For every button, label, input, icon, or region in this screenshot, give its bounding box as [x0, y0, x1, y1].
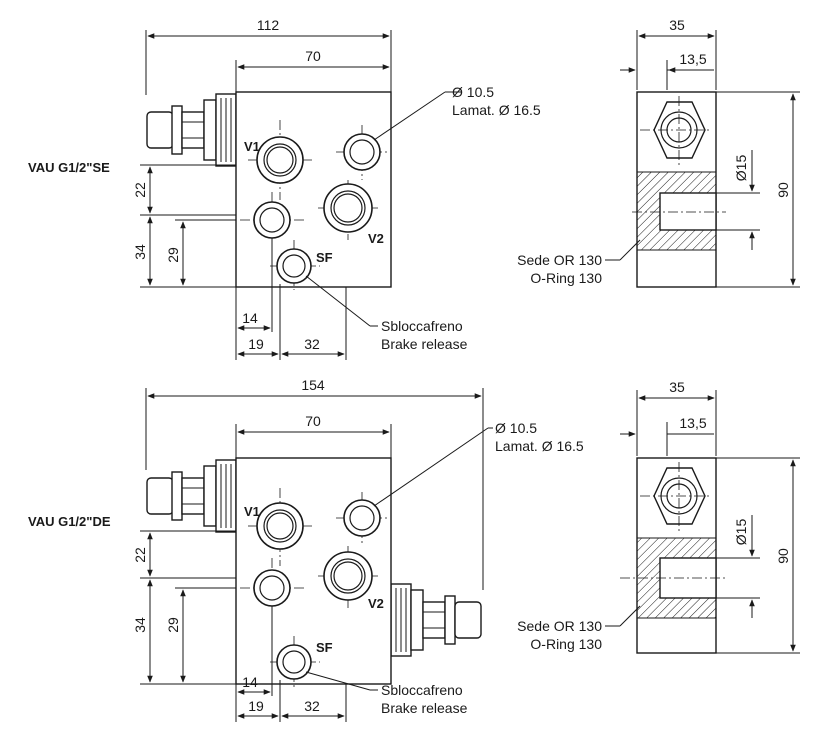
top-model-label: VAU G1/2"SE	[28, 160, 110, 175]
bottom-left-fitting	[146, 459, 237, 533]
bottom-side-view: 35 13,5 Ø15 90 Sede OR 130	[517, 379, 800, 654]
top-side-dim-bore: Ø15	[733, 155, 749, 182]
top-valve-body	[235, 91, 392, 288]
top-dim-34: 34	[132, 244, 148, 260]
bottom-side-dim-13-5: 13,5	[679, 415, 706, 431]
top-brake-note-it: Sbloccafreno	[381, 318, 463, 334]
bottom-dim-34: 34	[132, 617, 148, 633]
bottom-port-small	[253, 569, 291, 607]
top-hole-note-dia: Ø 10.5	[452, 84, 494, 100]
bottom-side-dim-35: 35	[669, 379, 685, 395]
top-dim-body-width: 70	[235, 48, 392, 92]
top-hole-note: Ø 10.5 Lamat. Ø 16.5	[373, 84, 541, 141]
bottom-port-v2: V2	[323, 551, 384, 611]
top-port-v2-hole	[343, 133, 381, 171]
bottom-port-v2-label: V2	[368, 596, 384, 611]
top-brake-note-en: Brake release	[381, 336, 468, 352]
bottom-brake-note-en: Brake release	[381, 700, 468, 716]
top-dim-overall-width: 112	[145, 17, 392, 95]
bottom-right-fitting	[390, 583, 482, 657]
top-dim-14: 14	[242, 310, 258, 326]
bottom-side-dim-bore: Ø15	[733, 519, 749, 546]
top-left-fitting	[146, 93, 237, 167]
top-dim-22: 22	[132, 182, 148, 198]
top-dim-horizontal: 14 19 32	[235, 238, 347, 360]
top-port-v1-label: V1	[244, 139, 260, 154]
top-port-v2: V2	[323, 183, 384, 246]
bottom-assembly: VAU G1/2"DE 154 70	[28, 377, 800, 722]
top-port-small	[253, 201, 291, 239]
bottom-dim-horizontal: 14 19 32	[235, 606, 347, 722]
top-brake-note: Sbloccafreno Brake release	[305, 275, 468, 352]
bottom-port-v1: V1	[244, 502, 304, 550]
bottom-side-dim-90: 90	[775, 548, 791, 564]
top-port-sf-label: SF	[316, 250, 333, 265]
top-dim-112: 112	[257, 17, 280, 33]
bottom-port-v2-hole	[343, 499, 381, 537]
bottom-dim-29: 29	[165, 617, 181, 633]
top-dim-vertical: 22 34 29	[132, 164, 236, 288]
top-side-dim-35: 35	[669, 17, 685, 33]
bottom-port-v1-label: V1	[244, 504, 260, 519]
bottom-model-label: VAU G1/2"DE	[28, 514, 111, 529]
top-dim-19: 19	[248, 336, 264, 352]
top-dim-29: 29	[165, 247, 181, 263]
bottom-dim-32: 32	[304, 698, 320, 714]
bottom-dim-22: 22	[132, 547, 148, 563]
bottom-side-oring-it: Sede OR 130	[517, 618, 602, 634]
top-side-view: 35 13,5 Ø15 9	[517, 17, 800, 288]
bottom-dim-19: 19	[248, 698, 264, 714]
bottom-side-oring-en: O-Ring 130	[530, 636, 602, 652]
bottom-port-sf: SF	[276, 640, 333, 680]
top-assembly: VAU G1/2"SE 112 70	[28, 17, 800, 360]
bottom-hole-note-lamat: Lamat. Ø 16.5	[495, 438, 584, 454]
top-port-v1: V1	[244, 136, 304, 184]
bottom-dim-vertical: 22 34 29	[132, 530, 236, 685]
bottom-brake-note: Sbloccafreno Brake release	[305, 671, 468, 716]
top-port-v2-label: V2	[368, 231, 384, 246]
top-side-dim-90: 90	[775, 182, 791, 198]
top-dim-70: 70	[305, 48, 321, 64]
top-side-dim-13-5: 13,5	[679, 51, 706, 67]
bottom-dim-70: 70	[305, 413, 321, 429]
bottom-dim-14: 14	[242, 674, 258, 690]
bottom-brake-note-it: Sbloccafreno	[381, 682, 463, 698]
bottom-hole-note: Ø 10.5 Lamat. Ø 16.5	[373, 420, 584, 507]
top-side-oring-it: Sede OR 130	[517, 252, 602, 268]
bottom-hole-note-dia: Ø 10.5	[495, 420, 537, 436]
top-side-oring-en: O-Ring 130	[530, 270, 602, 286]
bottom-dim-body-width: 70	[235, 413, 392, 458]
top-dim-32: 32	[304, 336, 320, 352]
bottom-dim-overall-width: 154	[145, 377, 484, 590]
top-port-sf: SF	[276, 248, 333, 284]
bottom-dim-154: 154	[301, 377, 325, 393]
bottom-port-sf-label: SF	[316, 640, 333, 655]
top-hole-note-lamat: Lamat. Ø 16.5	[452, 102, 541, 118]
